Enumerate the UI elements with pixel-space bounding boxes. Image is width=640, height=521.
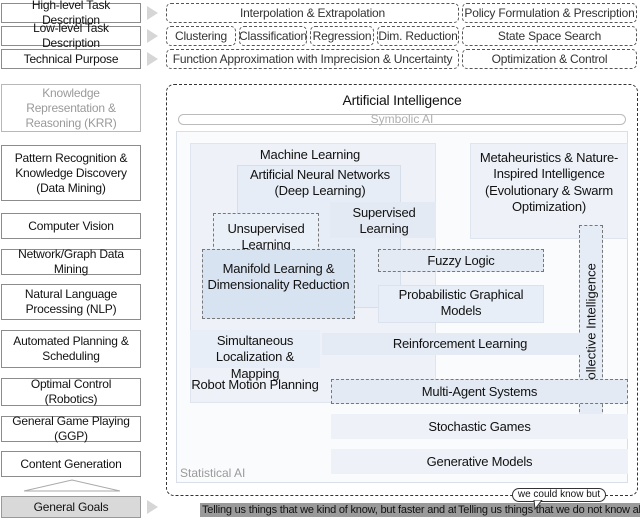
robot-label: Robot Motion Planning bbox=[191, 377, 319, 392]
task-clustering: Clustering bbox=[166, 26, 236, 46]
stochastic-region bbox=[331, 414, 628, 439]
ml-label: Machine Learning bbox=[259, 147, 361, 162]
row-krr: Knowledge Representation & Reasoning (KR… bbox=[1, 84, 141, 132]
ai-region bbox=[166, 84, 638, 496]
bubble-tail-icon bbox=[533, 500, 543, 510]
rl-region bbox=[322, 333, 580, 355]
meta-label: Metaheuristics & Nature-Inspired Intelli… bbox=[479, 150, 619, 214]
row-optimal-control: Optimal Control (Robotics) bbox=[1, 377, 141, 406]
row-nlp: Natural Language Processing (NLP) bbox=[1, 284, 141, 320]
ann-label: Artificial Neural Networks (Deep Learnin… bbox=[249, 167, 390, 199]
rl-label: Reinforcement Learning bbox=[392, 336, 528, 351]
statistical-ai-label: Statistical AI bbox=[180, 466, 246, 480]
task-interpolation: Interpolation & Extrapolation bbox=[166, 3, 459, 23]
supervised-label: Supervised Learning bbox=[352, 205, 416, 237]
row-computer-vision: Computer Vision bbox=[1, 213, 141, 239]
row-general-goals: General Goals bbox=[1, 496, 141, 518]
supervised-region bbox=[330, 202, 436, 238]
task-regression: Regression bbox=[310, 26, 374, 46]
row-planning: Automated Planning & Scheduling bbox=[1, 330, 141, 368]
mas-label: Multi-Agent Systems bbox=[421, 384, 538, 399]
fuzzy-label: Fuzzy Logic bbox=[427, 253, 495, 268]
row-low-level-task: Low-level Task Description bbox=[1, 21, 141, 50]
caption-known: Telling us things that we kind of know, … bbox=[200, 503, 489, 517]
symbolic-ai-region bbox=[178, 114, 626, 125]
mas-region bbox=[331, 379, 628, 404]
arrow-right-icon bbox=[147, 500, 158, 514]
pgm-region bbox=[378, 285, 544, 323]
task-policy: Policy Formulation & Prescription bbox=[462, 3, 637, 23]
task-state-space: State Space Search bbox=[462, 26, 637, 46]
task-function-approx: Function Approximation with Imprecision … bbox=[166, 49, 459, 69]
stochastic-label: Stochastic Games bbox=[428, 419, 531, 434]
row-network-graph: Network/Graph Data Mining bbox=[1, 247, 141, 276]
row-high-level-task: High-level Task Description bbox=[1, 0, 141, 27]
row-technical-purpose: Technical Purpose bbox=[1, 49, 141, 69]
task-classification: Classification bbox=[239, 26, 307, 46]
ai-title: Artificial Intelligence bbox=[342, 92, 462, 108]
fuzzy-region bbox=[378, 249, 544, 272]
generative-region bbox=[331, 449, 628, 474]
task-optimization: Optimization & Control bbox=[462, 49, 637, 69]
arrow-right-icon bbox=[147, 52, 158, 66]
slam-label: Simultaneous Localization & Mapping bbox=[215, 333, 295, 381]
manifold-region bbox=[202, 249, 355, 319]
row-pattern-recognition: Pattern Recognition & Knowledge Discover… bbox=[1, 145, 141, 201]
task-dim-reduction: Dim. Reduction bbox=[377, 26, 459, 46]
arrow-right-icon bbox=[147, 6, 158, 20]
slam-region bbox=[190, 330, 320, 368]
caption-unknown: Telling us things that we do not know al… bbox=[456, 503, 640, 517]
unsupervised-label: Unsupervised Learning bbox=[227, 221, 305, 253]
row-ggp: General Game Playing (GGP) bbox=[1, 414, 141, 443]
row-content-generation: Content Generation bbox=[1, 451, 141, 477]
metaheuristics-region bbox=[470, 143, 628, 239]
collective-label: Collective Intelligence bbox=[583, 263, 599, 389]
manifold-label: Manifold Learning & Dimensionality Reduc… bbox=[207, 261, 350, 293]
generative-label: Generative Models bbox=[426, 454, 533, 469]
up-triangle-icon bbox=[23, 479, 121, 492]
symbolic-ai-label: Symbolic AI bbox=[370, 112, 434, 126]
speech-bubble: we could know but bbox=[512, 488, 606, 502]
arrow-right-icon bbox=[147, 29, 158, 43]
pgm-label: Probabilistic Graphical Models bbox=[398, 287, 524, 319]
